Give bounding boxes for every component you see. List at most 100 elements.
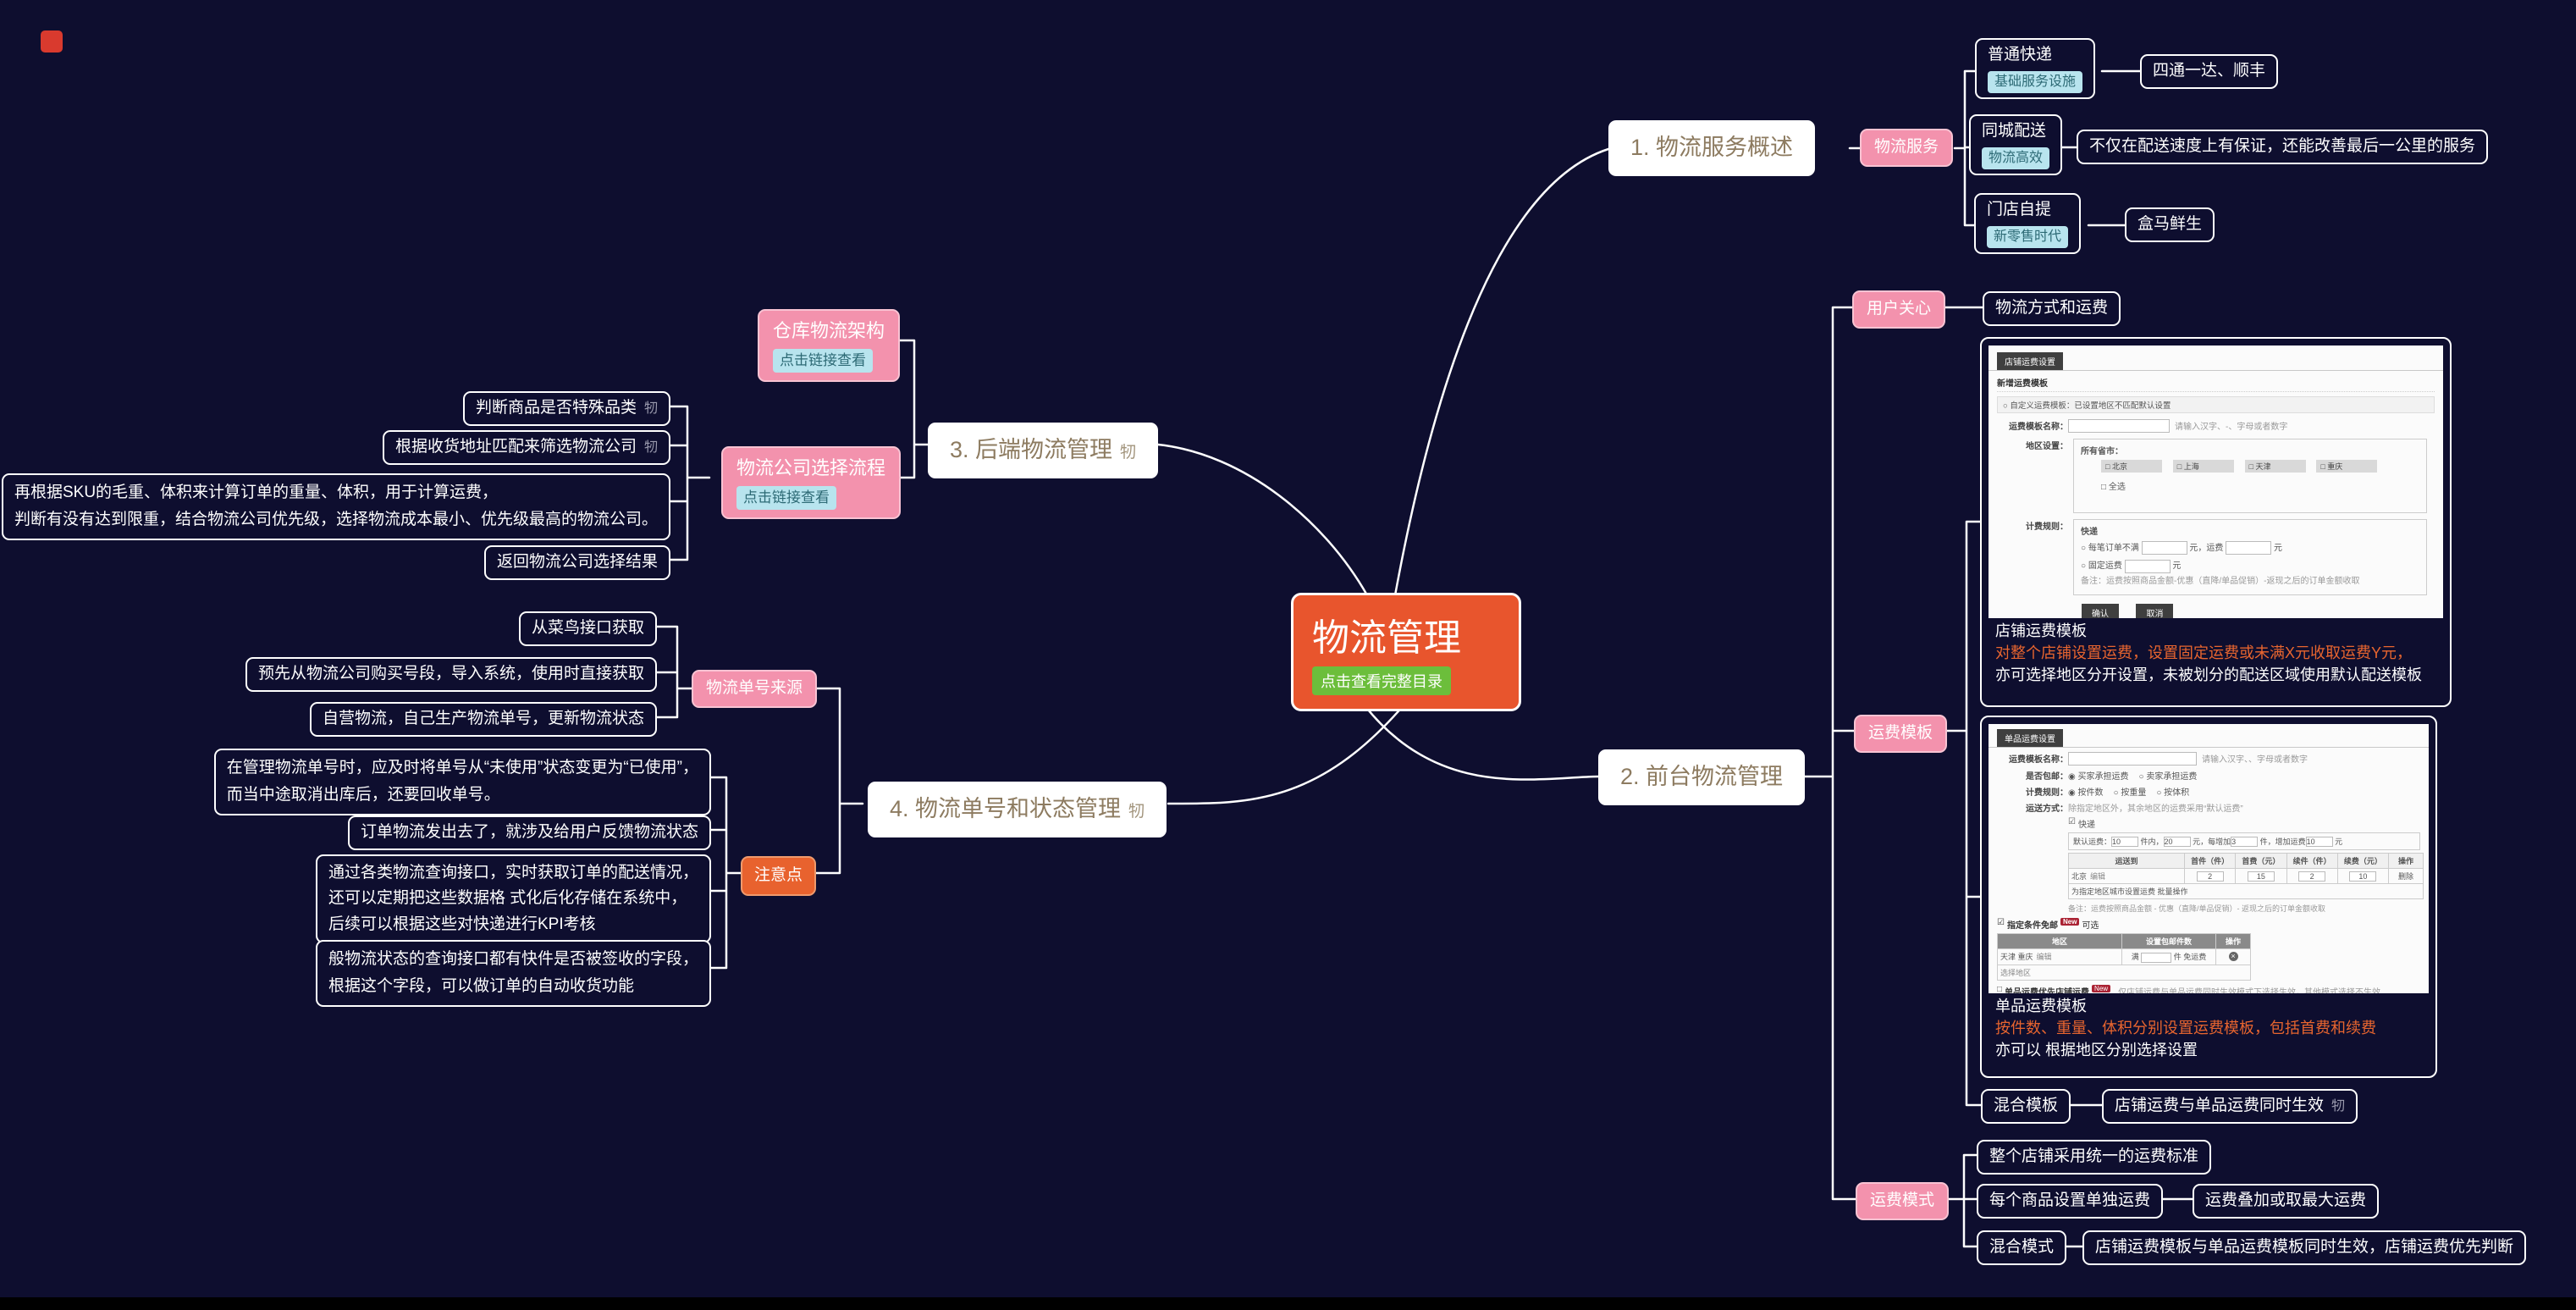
topic-tracking-number-status[interactable]: 4. 物流单号和状态管理牣 [867, 782, 1167, 837]
topic-frontend-logistics[interactable]: 2. 前台物流管理 [1598, 749, 1806, 805]
node-mixed-template-note[interactable]: 店铺运费与单品运费同时生效牣 [2102, 1089, 2358, 1124]
screenshot-section-title: 新增运费模板 [1997, 379, 2048, 389]
node-logistics-mode-and-fee[interactable]: 物流方式和运费 [1983, 291, 2121, 326]
node-attention-points[interactable]: 注意点 [740, 856, 816, 896]
topic-logistics-service-overview[interactable]: 1. 物流服务概述 [1608, 120, 1816, 176]
item-template-caption-line2: 按件数、重量、体积分别设置运费模板，包括首费和续费 [1995, 1020, 2376, 1036]
free-shipping-label: 是否包邮： [2026, 772, 2068, 782]
node-unified-fee[interactable]: 整个店铺采用统一的运费标准 [1977, 1140, 2212, 1175]
city-checkbox-shanghai: □ 上海 [2172, 460, 2234, 473]
batch-operation-link: 为指定地区城市设置运费 批量操作 [2068, 883, 2424, 899]
node-number-status-management[interactable]: 在管理物流单号时，应及时将单号从“未使用”状态变更为“已使用”， 而当中途取消出… [213, 749, 711, 815]
item-template-caption-line3: 亦可以 根据地区分别选择设置 [1995, 1042, 2198, 1059]
node-mixed-mode-note[interactable]: 店铺运费模板与单品运费模板同时生效，店铺运费优先判断 [2082, 1230, 2527, 1265]
note-icon: 牣 [1128, 803, 1145, 821]
node-user-concern[interactable]: 用户关心 [1852, 290, 1946, 329]
bottom-bar [0, 1297, 2576, 1310]
custom-template-radio-row: ○ 自定义运费模板：已设置地区不匹配默认设置 [1997, 396, 2435, 413]
node-prebuy-number-segment[interactable]: 预先从物流公司购买号段，导入系统，使用时直接获取 [245, 657, 657, 692]
node-mixed-template[interactable]: 混合模板 [1981, 1089, 2071, 1124]
note-icon: 牣 [2331, 1099, 2346, 1114]
default-fee-line: 默认运费：10 件内，20 元，每增加3 件，增加运费10 元 [2068, 832, 2420, 850]
city-checkbox-tianjin: □ 天津 [2244, 460, 2306, 473]
by-count-radio: ◉ 按件数 [2068, 788, 2104, 798]
template-name-hint2: 请输入汉字、、字母或者数字 [2202, 755, 2308, 765]
confirm-button: 确认 [2082, 604, 2119, 618]
node-step-special-category[interactable]: 判断商品是否特殊品类牣 [462, 391, 670, 426]
carrier-selection-link[interactable]: 点击链接查看 [736, 485, 836, 510]
by-volume-radio: ○ 按体积 [2156, 788, 2190, 798]
shop-template-caption-title: 店铺运费模板 [1995, 622, 2087, 639]
buyer-pays-radio: ◉ 买家承担运费 [2068, 772, 2129, 782]
node-cainiao-api[interactable]: 从菜鸟接口获取 [518, 611, 657, 646]
app-logo-icon [41, 30, 63, 53]
tag-basic-service-facility[interactable]: 基础服务设施 [1988, 70, 2083, 93]
node-hema-fresh[interactable]: 盒马鲜生 [2125, 207, 2215, 242]
seller-pays-radio: ○ 卖家承担运费 [2138, 772, 2198, 782]
node-same-city-delivery[interactable]: 同城配送 物流高效 [1969, 114, 2063, 175]
template-name-label2: 运费模板名称： [2009, 755, 2068, 765]
template-name-label: 运费模板名称： [2009, 423, 2068, 432]
cancel-button: 取消 [2136, 604, 2174, 618]
free-condition-table: 地区设置包邮件数操作 天津 重庆编辑 满 件 免运费 × 选择地区 [1997, 933, 2251, 981]
node-ordinary-express[interactable]: 普通快递 基础服务设施 [1975, 38, 2096, 99]
fee-table-row-beijing: 北京编辑 2 15 2 10 删除 [2068, 868, 2424, 884]
central-topic[interactable]: 物流管理 点击查看完整目录 [1291, 593, 1521, 711]
screenshot2-tab: 单品运费设置 [1997, 729, 2063, 747]
edit-link: 编辑 [2090, 872, 2106, 881]
node-step-address-match[interactable]: 根据收货地址匹配来筛选物流公司牣 [382, 430, 670, 465]
fee-rule-remark: 备注：运费按照商品金额-优惠（直降/单品促销）-返现之后的订单金额收取 [2081, 576, 2360, 586]
tag-logistics-service[interactable]: 物流服务 [1860, 129, 1954, 167]
new-badge2: New [2092, 984, 2111, 992]
fee-table: 运送到 首件（件）首费（元） 续件（件）续费（元） 操作 北京编辑 2 15 2… [2068, 853, 2424, 899]
fee-remark: 备注：运费按照商品金额 - 优惠（直降/单品促销）- 返现之后的订单金额收取 [2068, 904, 2325, 913]
note-icon: 牣 [643, 440, 658, 455]
area-setting-label: 地区设置： [2026, 442, 2068, 451]
free-condition-checkbox: ☑ 指定条件免邮 New 可选 [1997, 918, 2099, 931]
tag-logistics-efficiency[interactable]: 物流高效 [1982, 146, 2050, 169]
rule-fixed-fee-radio: ○ 固定运费 元 [2081, 558, 2181, 573]
node-mixed-mode[interactable]: 混合模式 [1977, 1230, 2067, 1265]
node-fee-template[interactable]: 运费模板 [1854, 715, 1948, 753]
template-name-hint: 请输入汉字、-、字母或者数字 [2175, 423, 2288, 432]
node-same-city-note[interactable]: 不仅在配送速度上有保证，还能改善最后一公里的服务 [2077, 130, 2489, 164]
node-per-item-fee[interactable]: 每个商品设置单独运费 [1977, 1184, 2164, 1219]
topic-backend-logistics[interactable]: 3. 后端物流管理牣 [927, 423, 1158, 478]
by-weight-radio: ○ 按重量 [2113, 788, 2147, 798]
node-per-item-fee-note[interactable]: 运费叠加或取最大运费 [2193, 1184, 2380, 1219]
node-self-logistics[interactable]: 自营物流，自己生产物流单号，更新物流状态 [309, 702, 657, 737]
node-tracking-number-source[interactable]: 物流单号来源 [691, 670, 817, 708]
node-auto-receipt[interactable]: 般物流状态的查询接口都有快件是否被签收的字段， 根据这个字段，可以做订单的自动收… [315, 940, 711, 1007]
select-area-link: 选择地区 [1997, 964, 2251, 981]
express-checkbox: ☑ 快递 [2068, 817, 2095, 830]
fee-rule-box: 快递 ○ 每笔订单不满 元，运费 元 ○ 固定运费 元 备注：运费按照商品金额-… [2073, 519, 2427, 595]
shop-template-caption-line3: 亦可选择地区分开设置，未被划分的配送区域使用默认配送模板 [1995, 666, 2422, 683]
screenshot-tab: 店铺运费设置 [1997, 352, 2063, 370]
item-fee-settings-screenshot: 单品运费设置 运费模板名称： 请输入汉字、、字母或者数字 是否包邮： ◉ 买家承… [1989, 724, 2429, 993]
full-catalog-link[interactable]: 点击查看完整目录 [1312, 666, 1451, 695]
node-warehouse-architecture[interactable]: 仓库物流架构 点击链接查看 [757, 309, 900, 382]
new-badge: New [2060, 918, 2080, 926]
node-express-companies[interactable]: 四通一达、顺丰 [2140, 54, 2279, 89]
node-store-pickup[interactable]: 门店自提 新零售时代 [1974, 193, 2082, 254]
node-item-fee-template[interactable]: 单品运费设置 运费模板名称： 请输入汉字、、字母或者数字 是否包邮： ◉ 买家承… [1980, 716, 2437, 1078]
node-fee-mode[interactable]: 运费模式 [1856, 1182, 1950, 1220]
node-shop-fee-template[interactable]: 店铺运费设置 新增运费模板 ○ 自定义运费模板：已设置地区不匹配默认设置 运费模… [1980, 337, 2452, 707]
ship-method-label: 运送方式： [2026, 804, 2068, 814]
node-feedback-status[interactable]: 订单物流发出去了，就涉及给用户反馈物流状态 [347, 815, 711, 850]
radio-icon: ○ [2003, 401, 2011, 411]
rule-under-amount-radio: ○ 每笔订单不满 元，运费 元 [2081, 540, 2282, 556]
node-query-api-kpi[interactable]: 通过各类物流查询接口，实时获取订单的配送情况， 还可以定期把这些数据格 式化后化… [315, 854, 711, 944]
node-step-return-result[interactable]: 返回物流公司选择结果 [483, 545, 670, 580]
note-icon: 牣 [1119, 444, 1136, 462]
template-name-input [2068, 419, 2170, 433]
item-priority-checkbox: □ 单品运费优先店铺运费 New 仅店铺运费与单品运费同时生效模式下选择生效，其… [1997, 984, 2381, 993]
node-carrier-selection-flow[interactable]: 物流公司选择流程 点击链接查看 [720, 446, 901, 519]
node-step-sku-calculation[interactable]: 再根据SKU的毛重、体积来计算订单的重量、体积，用于计算运费， 判断有没有达到限… [1, 473, 670, 540]
select-all-checkbox: □ 全选 [2101, 483, 2126, 492]
fee-rule-label2: 计费规则： [2026, 788, 2068, 798]
warehouse-link[interactable]: 点击链接查看 [772, 348, 873, 373]
shop-template-caption-line2: 对整个店铺设置运费，设置固定运费或未满X元收取运费Y元， [1995, 644, 2413, 661]
tag-new-retail-era[interactable]: 新零售时代 [1987, 225, 2069, 248]
